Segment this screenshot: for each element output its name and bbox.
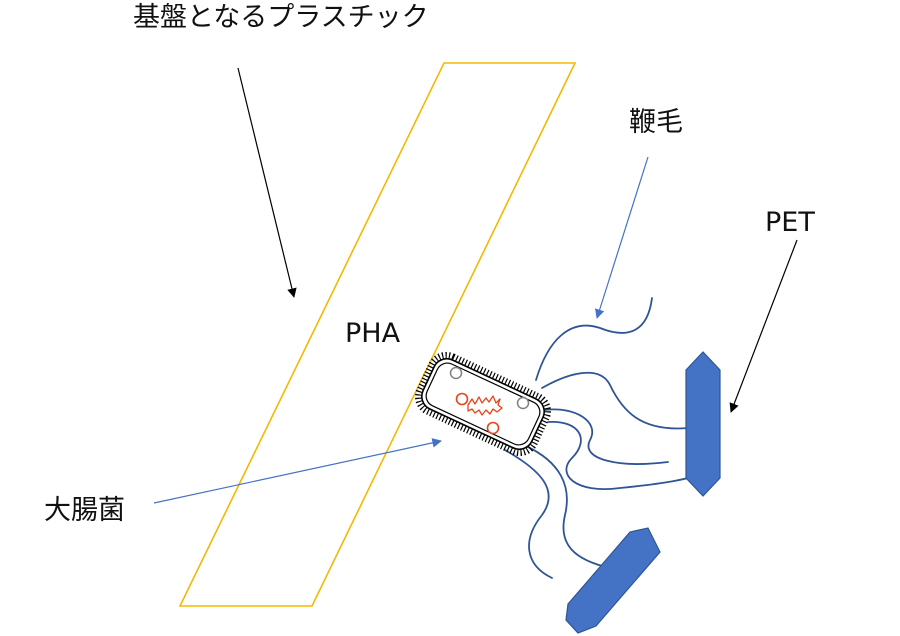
ecoli-pointer-arrow xyxy=(153,438,442,504)
flagellum-pointer-arrow xyxy=(595,156,649,319)
pet-piece-diagonal xyxy=(565,527,661,634)
flagellum-line xyxy=(547,421,713,490)
pet-piece-vertical xyxy=(685,351,721,497)
ecoli-inner-membrane xyxy=(425,362,541,446)
plasmid-circle xyxy=(455,392,469,406)
pet-label: PET xyxy=(765,207,815,238)
pha-label: PHA xyxy=(345,318,401,349)
flagellum-label: 鞭毛 xyxy=(629,107,683,138)
pha-granule-circle xyxy=(516,396,530,410)
pha-granule-circle xyxy=(449,366,463,380)
flagellum-line xyxy=(544,408,669,465)
flagella-group xyxy=(504,297,713,579)
flagellum-line xyxy=(535,297,653,381)
dna-squiggle xyxy=(467,395,503,416)
flagellum-line xyxy=(541,371,689,430)
ecoli-cilia-halo xyxy=(414,351,552,457)
flagellum-line xyxy=(525,445,611,569)
pet-pointer-arrow xyxy=(729,239,798,413)
substrate-pointer-arrow xyxy=(237,67,297,298)
substrate-label: 基盤となるプラスチック xyxy=(133,2,429,33)
ecoli-membrane xyxy=(421,357,545,451)
substrate-plastic-outline xyxy=(178,62,577,607)
ecoli-label: 大腸菌 xyxy=(44,495,125,526)
flagellum-line xyxy=(504,449,553,579)
ecoli-cell xyxy=(414,351,552,457)
plasmid-circle xyxy=(486,421,500,435)
